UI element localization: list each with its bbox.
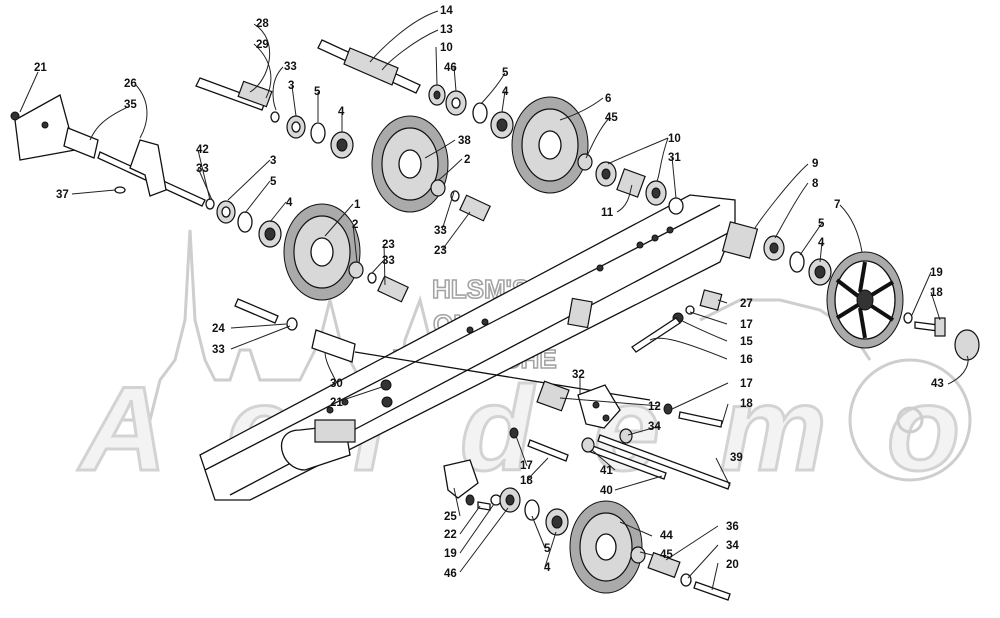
- upper-left-axle-group: [195, 77, 491, 222]
- top-axle-group: [317, 39, 684, 215]
- callout-24: 24: [212, 323, 225, 335]
- callout-21: 21: [330, 397, 343, 409]
- callout-2: 2: [352, 219, 358, 231]
- callout-4: 4: [338, 106, 345, 118]
- callout-45: 45: [660, 549, 673, 561]
- callout-36: 36: [726, 521, 739, 533]
- callout-10: 10: [440, 42, 453, 54]
- callout-19: 19: [444, 548, 457, 560]
- callout-18: 18: [930, 287, 943, 299]
- callout-4: 4: [286, 197, 293, 209]
- callout-3: 3: [288, 80, 294, 92]
- callout-10: 10: [668, 133, 681, 145]
- callout-25: 25: [444, 511, 457, 523]
- callout-5: 5: [818, 218, 825, 230]
- callout-17: 17: [520, 460, 533, 472]
- callout-21: 21: [34, 62, 47, 74]
- callout-5: 5: [502, 67, 509, 79]
- callout-40: 40: [600, 485, 613, 497]
- callout-20: 20: [726, 559, 739, 571]
- callout-26: 26: [124, 78, 137, 90]
- callout-5: 5: [544, 543, 551, 555]
- callout-39: 39: [730, 452, 743, 464]
- callout-7: 7: [834, 199, 840, 211]
- rail-front-stub: [14, 94, 76, 161]
- callout-33: 33: [212, 344, 225, 356]
- callout-43: 43: [931, 378, 944, 390]
- callout-23: 23: [382, 239, 395, 251]
- callout-15: 15: [740, 336, 753, 348]
- callout-30: 30: [330, 378, 343, 390]
- callout-9: 9: [812, 158, 818, 170]
- leader-lines: [19, 10, 969, 591]
- callout-4: 4: [818, 237, 825, 249]
- callout-5: 5: [314, 86, 321, 98]
- callout-35: 35: [124, 99, 137, 111]
- callout-33: 33: [382, 255, 395, 267]
- callout-34: 34: [648, 421, 661, 433]
- callout-12: 12: [648, 401, 661, 413]
- callout-34: 34: [726, 540, 739, 552]
- center-shaft-group: [234, 298, 731, 490]
- callout-32: 32: [572, 369, 585, 381]
- callout-4: 4: [502, 86, 509, 98]
- callout-6: 6: [605, 93, 611, 105]
- callout-23: 23: [434, 245, 447, 257]
- callout-38: 38: [458, 135, 471, 147]
- callout-33: 33: [196, 163, 209, 175]
- callout-37: 37: [56, 189, 69, 201]
- callout-19: 19: [930, 267, 943, 279]
- callout-33: 33: [434, 225, 447, 237]
- callout-13: 13: [440, 24, 453, 36]
- callout-14: 14: [440, 5, 453, 17]
- callout-44: 44: [660, 530, 673, 542]
- callout-31: 31: [668, 152, 681, 164]
- callout-46: 46: [444, 62, 457, 74]
- callout-17: 17: [740, 319, 753, 331]
- callout-labels: 21 26 35 37 28 29 33 3 5 4 14 13 10 46 5…: [34, 5, 944, 580]
- callout-8: 8: [812, 178, 819, 190]
- callout-28: 28: [256, 18, 269, 30]
- callout-5: 5: [270, 176, 277, 188]
- callout-1: 1: [354, 199, 361, 211]
- rear-wheel-group: [567, 221, 980, 361]
- callout-2: 2: [464, 154, 470, 166]
- callout-18: 18: [740, 398, 753, 410]
- callout-41: 41: [600, 465, 613, 477]
- callout-16: 16: [740, 354, 753, 366]
- watermark-wheel-hub: [896, 406, 924, 434]
- callout-27: 27: [740, 298, 753, 310]
- callout-46: 46: [444, 568, 457, 580]
- callout-42: 42: [196, 144, 209, 156]
- callout-3: 3: [270, 155, 276, 167]
- callout-22: 22: [444, 529, 457, 541]
- callout-4: 4: [544, 562, 551, 574]
- callout-33: 33: [284, 61, 297, 73]
- watermark-wheel: [848, 358, 972, 482]
- callout-11: 11: [601, 207, 614, 219]
- callout-18: 18: [520, 475, 533, 487]
- callout-17: 17: [740, 378, 753, 390]
- callout-29: 29: [256, 39, 269, 51]
- callout-45: 45: [605, 112, 618, 124]
